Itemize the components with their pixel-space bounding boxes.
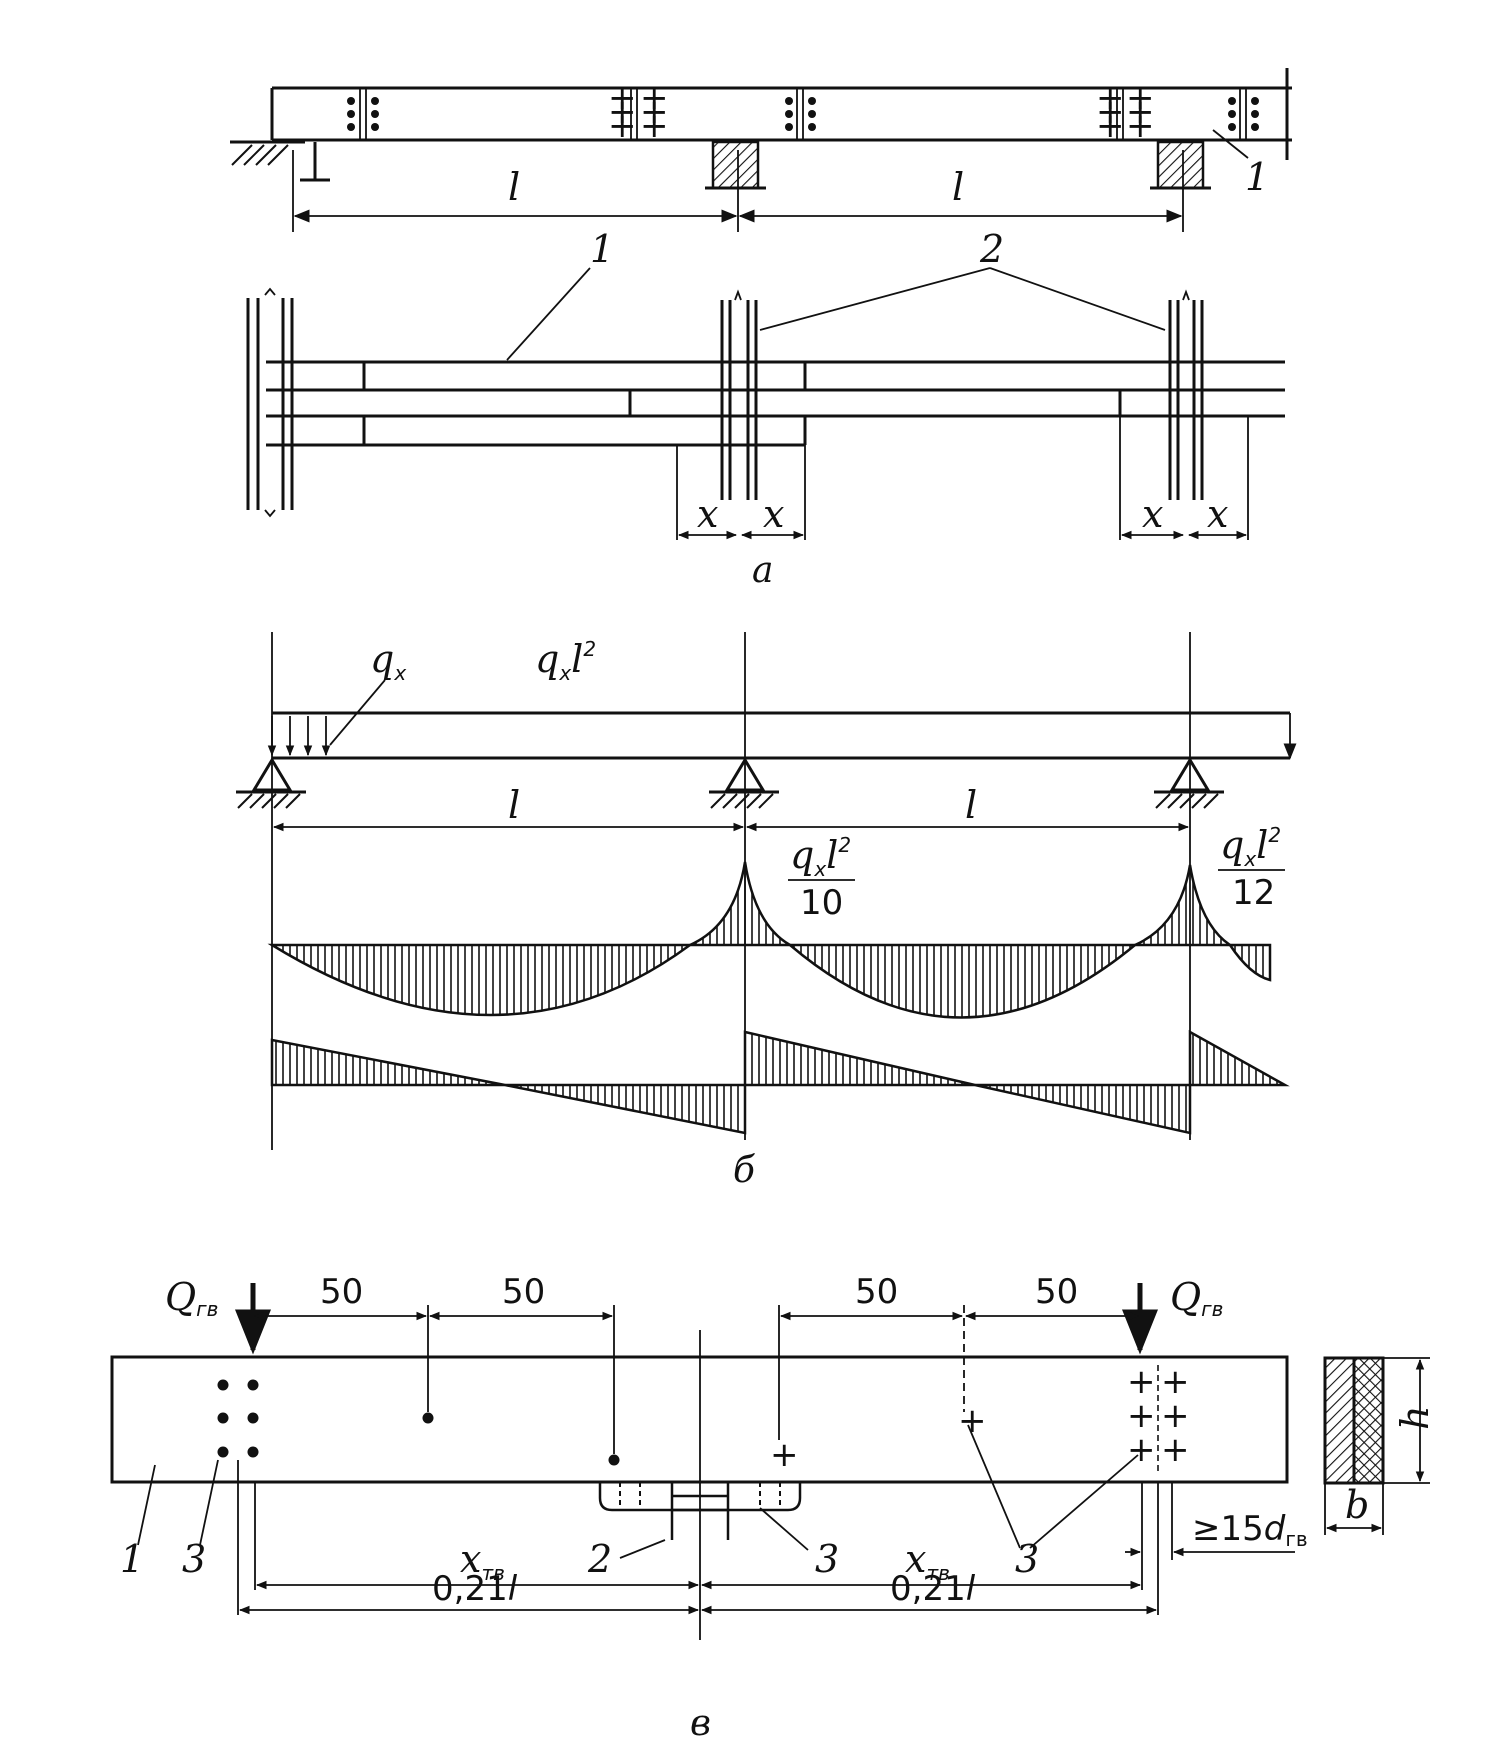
svg-text:10: 10 [800, 883, 843, 923]
moment-diagram-support-2 [1134, 864, 1235, 947]
x-label-2: x [763, 492, 784, 536]
span-label-b1: l [508, 783, 520, 827]
svg-text:+: + [1161, 1396, 1190, 1436]
svg-text:+: + [1096, 106, 1125, 146]
callout-2-v: 2 [587, 1537, 612, 1581]
x-label-1: x [697, 492, 718, 536]
dim-50-3: 50 [855, 1272, 898, 1312]
bolts-right: ++ ++ ++ [1127, 1362, 1190, 1475]
dim-50-4: 50 [1035, 1272, 1078, 1312]
shear-diagram-overhang [1188, 1029, 1290, 1087]
joint-cross-2: +++ +++ [1096, 78, 1155, 146]
part-a-elevation: +++ +++ +++ +++ 1 l l [230, 68, 1292, 232]
x-label-4: x [1207, 492, 1228, 536]
svg-text:+: + [1096, 78, 1125, 118]
callout-1-plan: 1 [590, 227, 614, 271]
svg-text:+: + [608, 92, 637, 132]
svg-text:+: + [640, 106, 669, 146]
span-label-b2: l [965, 783, 977, 827]
dim-50-2: 50 [502, 1272, 545, 1312]
load-label: qx [370, 637, 406, 685]
caption-b: б [733, 1150, 756, 1191]
force-left: Qгв [165, 1275, 218, 1321]
dowels-left [217, 1379, 259, 1458]
x-tv-right: xтв [905, 1537, 950, 1585]
callout-1-elevation: 1 [1245, 155, 1269, 199]
shear-diagram-span-2-pos [743, 1030, 976, 1087]
svg-text:+: + [608, 78, 637, 118]
top-moment-label: qxl2 [535, 637, 596, 685]
joint-cross-1: +++ +++ [608, 78, 669, 146]
moment-diagram-span-2 [786, 943, 1139, 1019]
svg-text:+: + [1096, 92, 1125, 132]
support-moment-label-2: qxl2 12 [1218, 823, 1285, 913]
cross-section: h b [1323, 1356, 1437, 1535]
moment-diagram-overhang [1227, 943, 1272, 982]
svg-text:12: 12 [1232, 873, 1275, 913]
svg-text:qxl2: qxl2 [1220, 823, 1281, 871]
joint-dowels-left [347, 88, 379, 140]
part-a-plan: x x x x 1 2 а [246, 227, 1285, 591]
part-v-joint-detail: ++ ++ ++ + + Qгв Qгв 50 50 50 50 [110, 1272, 1437, 1740]
shear-diagram-span-2-neg [974, 1083, 1192, 1135]
svg-text:+: + [1126, 92, 1155, 132]
svg-text:+: + [1127, 1430, 1156, 1470]
callout-3-v-right: 3 [1015, 1537, 1039, 1581]
svg-text:+: + [640, 92, 669, 132]
load-arrows [267, 716, 331, 757]
svg-text:+: + [1161, 1430, 1190, 1470]
part-b-load-diagram: qx qxl2 l l qxl2 [236, 632, 1297, 1191]
support-moment-label-1: qxl2 10 [788, 833, 855, 923]
svg-text:+: + [608, 106, 637, 146]
x-label-3: x [1142, 492, 1163, 536]
pin-support-3 [1154, 757, 1224, 809]
callout-3-v-mid: 3 [815, 1537, 839, 1581]
shear-diagram-span-1-neg [504, 1083, 747, 1135]
min-spacing-label: ≥15dгв [1192, 1509, 1308, 1551]
joint-dowels-mid [785, 88, 816, 140]
svg-text:+: + [1126, 78, 1155, 118]
joint-dowels-right [1228, 88, 1259, 140]
svg-text:+: + [640, 78, 669, 118]
span-label-a2: l [952, 165, 964, 209]
pin-support-1 [236, 757, 306, 809]
moment-diagram-support-1 [689, 861, 795, 947]
svg-text:+: + [1127, 1362, 1156, 1402]
span-label-a1: l [508, 165, 520, 209]
dim-021l-right: 0,21l [890, 1569, 976, 1609]
force-right: Qгв [1170, 1275, 1223, 1321]
caption-a: а [752, 550, 773, 591]
svg-text:+: + [1126, 106, 1155, 146]
moment-diagram-span-1 [267, 943, 694, 1017]
dim-50-1: 50 [320, 1272, 363, 1312]
svg-text:+: + [1127, 1396, 1156, 1436]
callout-1-v: 1 [120, 1537, 144, 1581]
pin-support-2 [709, 757, 779, 809]
callout-2: 2 [979, 227, 1004, 271]
caption-v: в [690, 1703, 711, 1740]
callout-3-v-left: 3 [182, 1537, 206, 1581]
svg-text:+: + [770, 1435, 799, 1475]
dim-021l-left: 0,21l [432, 1569, 518, 1609]
svg-text:qxl2: qxl2 [790, 833, 851, 881]
shear-diagram-span-1-pos [270, 1038, 506, 1087]
section-b: b [1345, 1483, 1369, 1527]
x-tv-left: xтв [460, 1537, 505, 1585]
section-h: h [1393, 1406, 1437, 1430]
svg-text:+: + [1161, 1362, 1190, 1402]
